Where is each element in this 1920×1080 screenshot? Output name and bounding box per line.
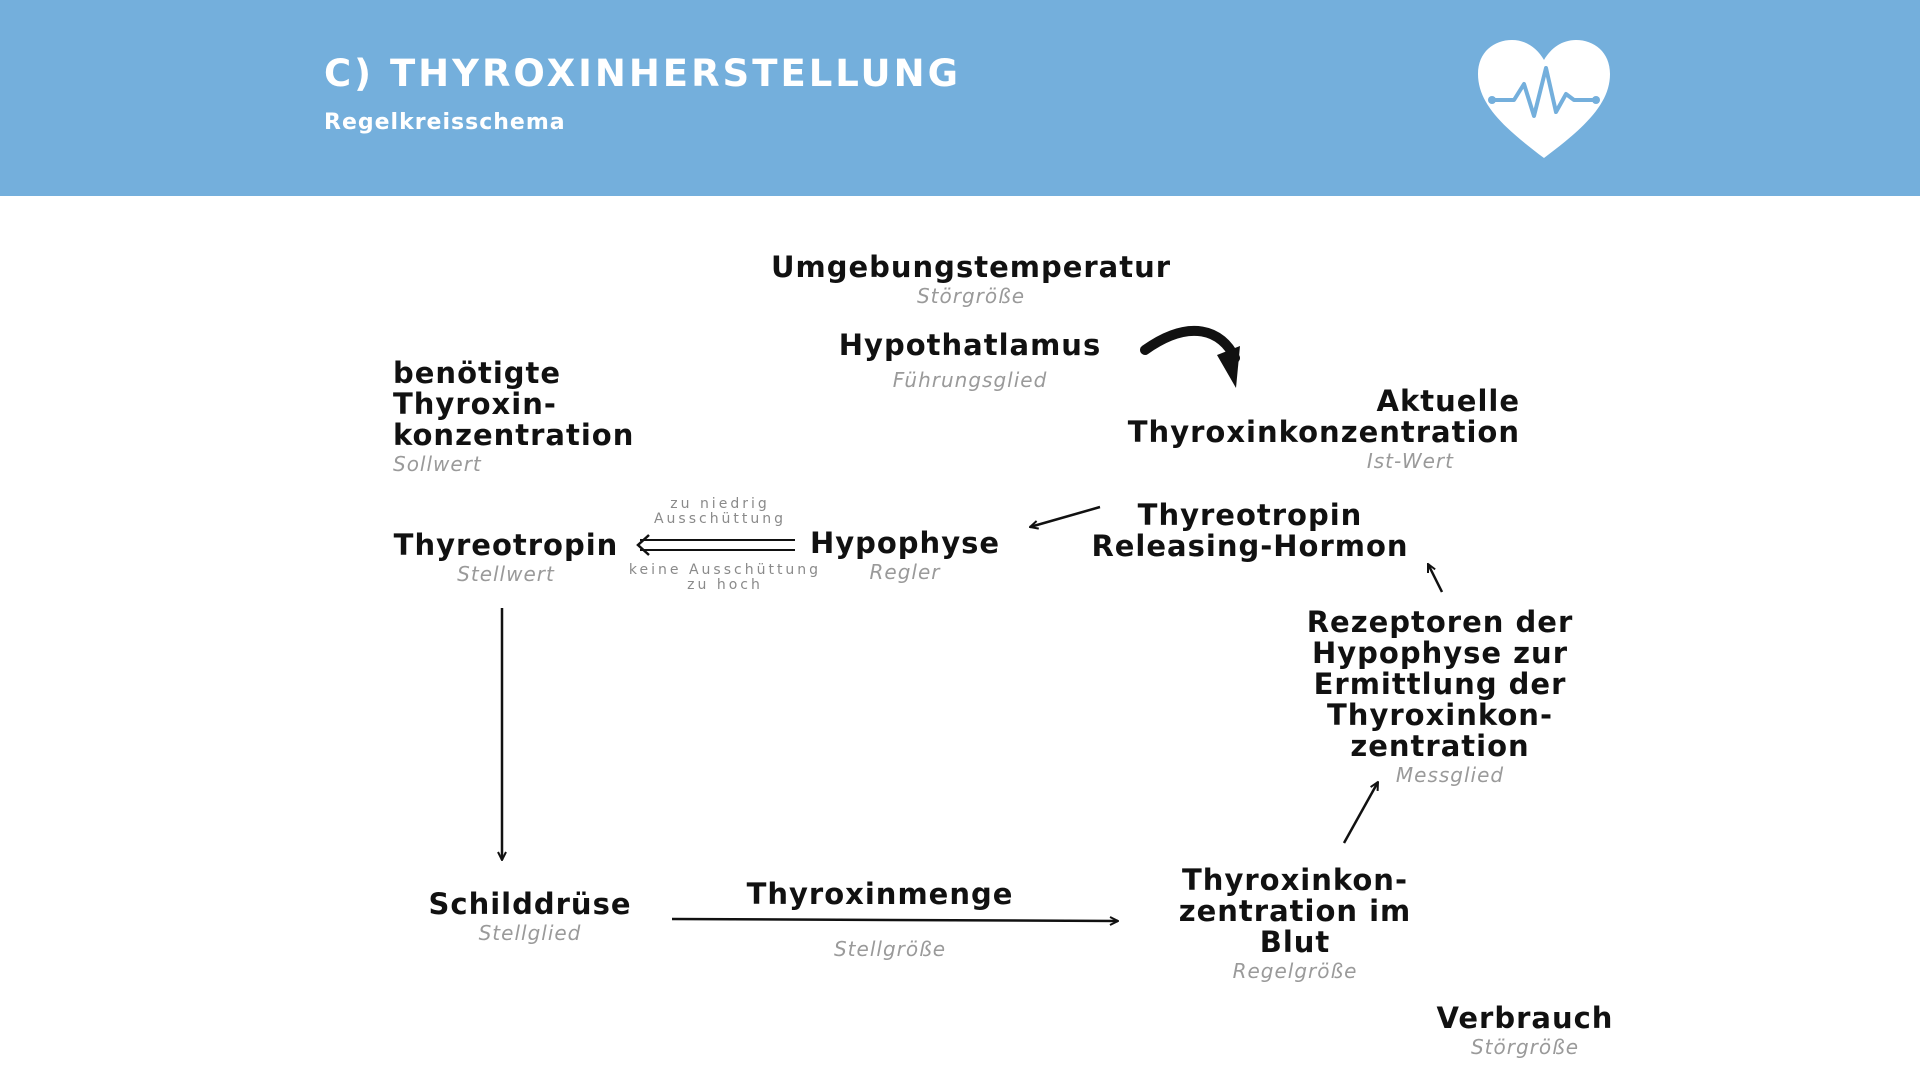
node-role: Messglied [1395,763,1505,787]
node-name: Verbrauch [1436,1001,1614,1035]
node-umgebungstemperatur: Umgebungstemperatur Störgröße [766,252,1176,309]
node-role: Regler [869,560,941,584]
node-hypothalamus: Hypothatlamus Führungsglied [810,330,1130,393]
note-zu-hoch: keine Ausschüttung zu hoch [628,562,822,593]
node-name: Thyroxinmenge [746,877,1014,911]
node-hypophyse: Hypophyse Regler [800,528,1010,585]
node-role: Ist-Wert [1366,449,1454,473]
arrow-rezeptoren-to-trh [1426,564,1444,593]
page-subtitle: Regelkreisschema [324,110,566,135]
node-name: Rezeptoren der Hypophyse zur Ermittlung … [1306,605,1574,763]
double-arrow-hypophyse-to-thyreotropin [636,534,795,556]
page-title: C) THYROXINHERSTELLUNG [324,52,961,95]
arrow-trh-to-hypophyse [1030,505,1101,527]
node-name: benötigte Thyroxin- konzentration [393,356,635,452]
node-name: Thyroxinkon- zentration im Blut [1178,863,1412,959]
arrow-blut-to-rezeptoren [1342,782,1380,844]
node-blut: Thyroxinkon- zentration im Blut Regelgrö… [1160,865,1430,984]
header-banner: C) THYROXINHERSTELLUNG Regelkreisschema [0,0,1920,196]
node-role: Regelgröße [1232,959,1358,983]
node-name: Schilddrüse [428,887,632,921]
node-name: Hypophyse [809,526,1001,560]
node-trh: Thyreotropin Releasing-Hormon [1080,500,1420,562]
node-istwert: Aktuelle Thyroxinkonzentration Ist-Wert [1100,386,1520,474]
node-rezeptoren: Rezeptoren der Hypophyse zur Ermittlung … [1290,607,1590,788]
node-role: Sollwert [393,452,482,476]
node-schilddruese: Schilddrüse Stellglied [420,889,640,946]
node-role: Stellgröße [833,937,946,961]
node-name: Aktuelle Thyroxinkonzentration [1127,384,1520,449]
node-thyreotropin: Thyreotropin Stellwert [386,530,626,587]
heart-pulse-icon [1478,40,1610,158]
node-role: Führungsglied [892,368,1048,392]
node-name: Umgebungstemperatur [770,250,1172,284]
node-role: Stellglied [478,921,582,945]
node-role: Störgröße [916,284,1026,308]
note-zu-niedrig: zu niedrig Ausschüttung [653,496,787,527]
node-role: Störgröße [1470,1035,1580,1059]
node-name: Hypothatlamus [838,328,1102,362]
node-name: Thyreotropin [393,528,619,562]
curved-arrow-hypothalamus [1140,326,1240,388]
node-name: Thyreotropin Releasing-Hormon [1091,498,1409,563]
node-thyroxinmenge: Thyroxinmenge Stellgröße [740,879,1020,962]
node-sollwert: benötigte Thyroxin- konzentration Sollwe… [393,358,673,477]
node-role: Stellwert [457,562,555,586]
arrow-schilddruese-to-blut [671,919,1118,921]
node-verbrauch: Verbrauch Störgröße [1420,1003,1630,1060]
